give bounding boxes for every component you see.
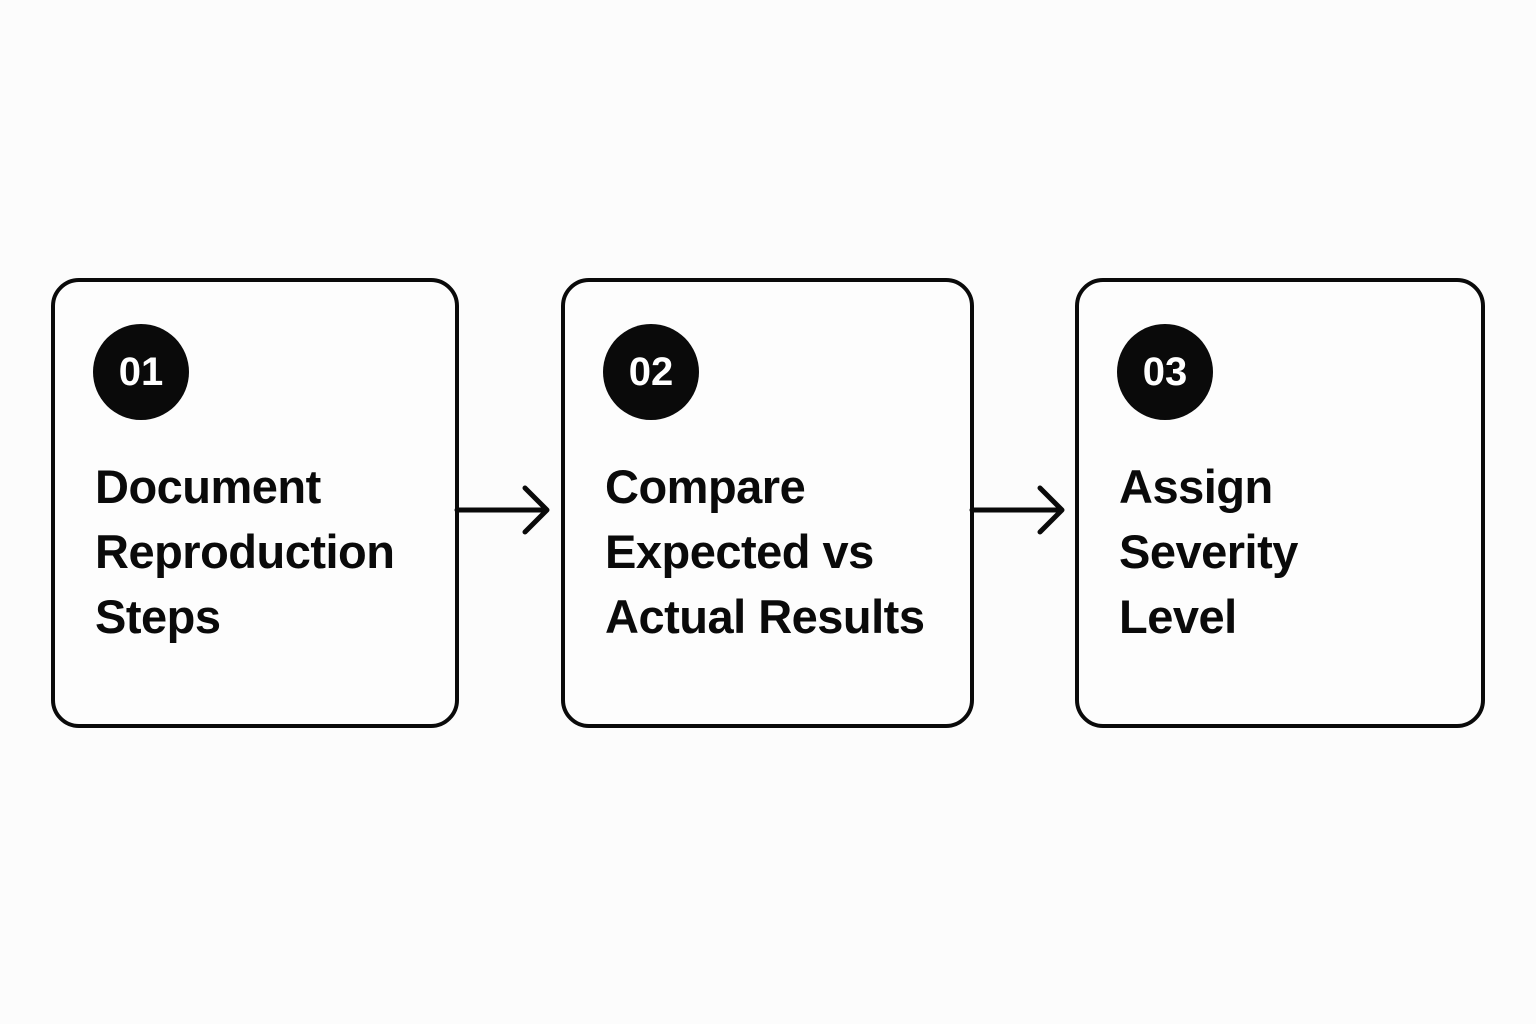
step-card-document-reproduction: 01 Document Reproduction Steps bbox=[51, 278, 459, 728]
step-title-line: Document bbox=[95, 460, 321, 513]
step-card-compare-results: 02 Compare Expected vs Actual Results bbox=[561, 278, 974, 728]
step-title: Compare Expected vs Actual Results bbox=[605, 454, 965, 649]
step-title: Assign Severity Level bbox=[1119, 454, 1479, 649]
step-title-line: Actual Results bbox=[605, 590, 925, 643]
step-number-badge: 02 bbox=[603, 324, 699, 420]
step-number-badge: 03 bbox=[1117, 324, 1213, 420]
arrow-right-icon bbox=[969, 485, 1065, 535]
step-number-badge: 01 bbox=[93, 324, 189, 420]
step-number: 01 bbox=[118, 349, 164, 394]
step-title-line: Assign bbox=[1119, 460, 1273, 513]
step-title-line: Severity bbox=[1119, 525, 1298, 578]
step-title: Document Reproduction Steps bbox=[95, 454, 455, 649]
step-title-line: Reproduction bbox=[95, 525, 395, 578]
step-title-line: Steps bbox=[95, 590, 221, 643]
step-card-assign-severity: 03 Assign Severity Level bbox=[1075, 278, 1485, 728]
step-title-line: Compare bbox=[605, 460, 806, 513]
arrow-right-icon bbox=[454, 485, 550, 535]
step-number: 03 bbox=[1142, 349, 1188, 394]
step-title-line: Expected vs bbox=[605, 525, 874, 578]
step-title-line: Level bbox=[1119, 590, 1237, 643]
step-number: 02 bbox=[628, 349, 674, 394]
